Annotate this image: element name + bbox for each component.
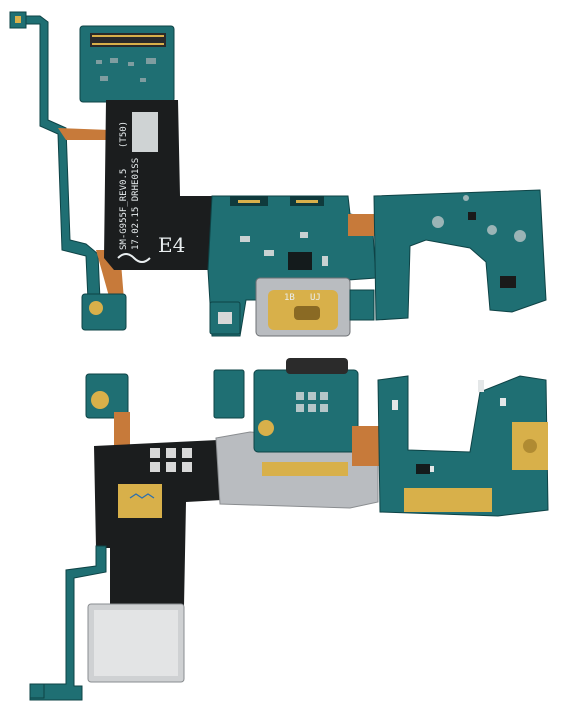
bottom-usb-c-port-back: [286, 358, 348, 374]
samsung-logo: [117, 253, 151, 263]
silk-uj: UJ: [310, 293, 321, 303]
bottom-copper-flex: [114, 412, 130, 448]
bottom-right-board: [377, 375, 549, 517]
silk-model: SM-G955F_REV0.5: [119, 169, 129, 250]
top-board: SM-G955F_REV0.5 (T50) 17.02.15 DRHE01SS …: [9, 11, 547, 337]
top-film-label: [132, 112, 158, 152]
bottom-contact-grid: [150, 448, 192, 472]
bottom-antenna-flex: [29, 545, 107, 701]
top-silkscreen: SM-G955F_REV0.5 (T50) 17.02.15 DRHE01SS: [119, 121, 141, 250]
top-right-board: [373, 189, 547, 321]
silk-model-suffix: (T50): [119, 121, 129, 148]
silk-date-code: 17.02.15 DRHE01SS: [131, 158, 141, 250]
top-black-film: [104, 100, 212, 270]
bottom-black-flex: [94, 440, 222, 606]
bottom-gold-strip-right: [404, 488, 492, 512]
top-ic-chip: [288, 252, 312, 270]
top-right-copper-flex: [348, 214, 378, 236]
bottom-usb-board: [253, 369, 359, 453]
silk-e4: E4: [158, 233, 185, 257]
bottom-gold-strip-left: [262, 462, 348, 476]
top-left-pad-board: [81, 293, 127, 331]
bottom-mic-board: [213, 369, 245, 419]
bottom-gold-pad: [118, 484, 162, 518]
silk-1b: 1B: [284, 293, 295, 303]
bottom-board: [29, 358, 549, 701]
